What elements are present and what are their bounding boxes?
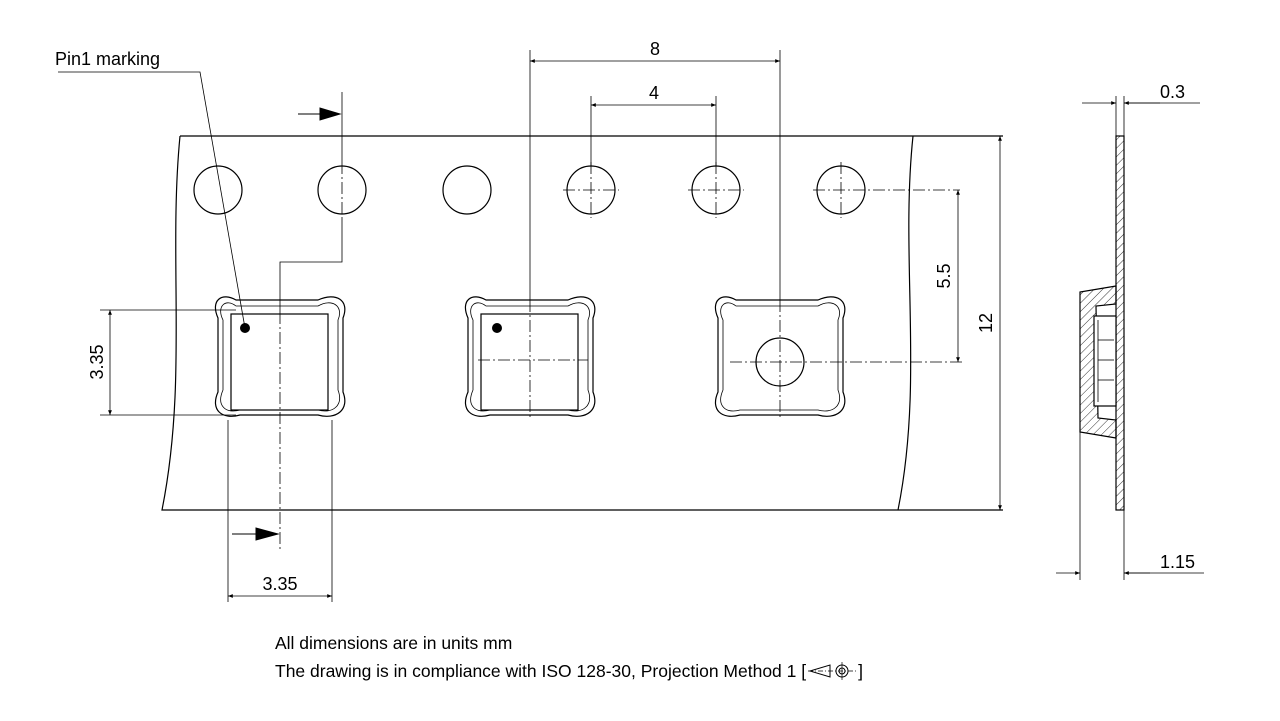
dim-pocket-height: 3.35	[87, 309, 236, 416]
dim-12-label: 12	[976, 313, 996, 333]
feed-arrow-top	[298, 107, 342, 121]
sprocket-centerlines	[341, 162, 960, 218]
side-view: 0.3 1.15	[1056, 82, 1204, 580]
first-angle-projection-icon	[808, 661, 857, 686]
dim-pitch-4: 4	[590, 83, 717, 166]
projection-note: The drawing is in compliance with ISO 12…	[275, 661, 863, 686]
pin1-callout: Pin1 marking	[55, 49, 246, 329]
units-note: All dimensions are in units mm	[275, 633, 513, 653]
projection-note-end: ]	[858, 661, 863, 681]
dim-1-15-label: 1.15	[1160, 552, 1195, 572]
pocket-3-empty	[714, 296, 963, 417]
dim-0-3-label: 0.3	[1160, 82, 1185, 102]
carrier-tape-outline	[161, 135, 1003, 511]
pin1-label: Pin1 marking	[55, 49, 160, 69]
projection-note-text: The drawing is in compliance with ISO 12…	[275, 661, 807, 681]
pin1-dot	[492, 323, 502, 333]
dim-5-5-label: 5.5	[934, 263, 954, 288]
dim-12: 12	[976, 136, 1002, 511]
dim-3-35-v-label: 3.35	[87, 344, 107, 379]
pocket-2	[464, 296, 596, 417]
dim-4-label: 4	[649, 83, 659, 103]
dim-3-35-h-label: 3.35	[262, 574, 297, 594]
dim-5-5: 5.5	[934, 190, 960, 363]
dim-pitch-8: 8	[529, 39, 781, 300]
pocket-1	[214, 296, 346, 417]
dim-8-label: 8	[650, 39, 660, 59]
feed-arrow-bottom	[232, 527, 280, 541]
sprocket-holes	[193, 165, 866, 215]
dim-pocket-width: 3.35	[227, 420, 333, 602]
